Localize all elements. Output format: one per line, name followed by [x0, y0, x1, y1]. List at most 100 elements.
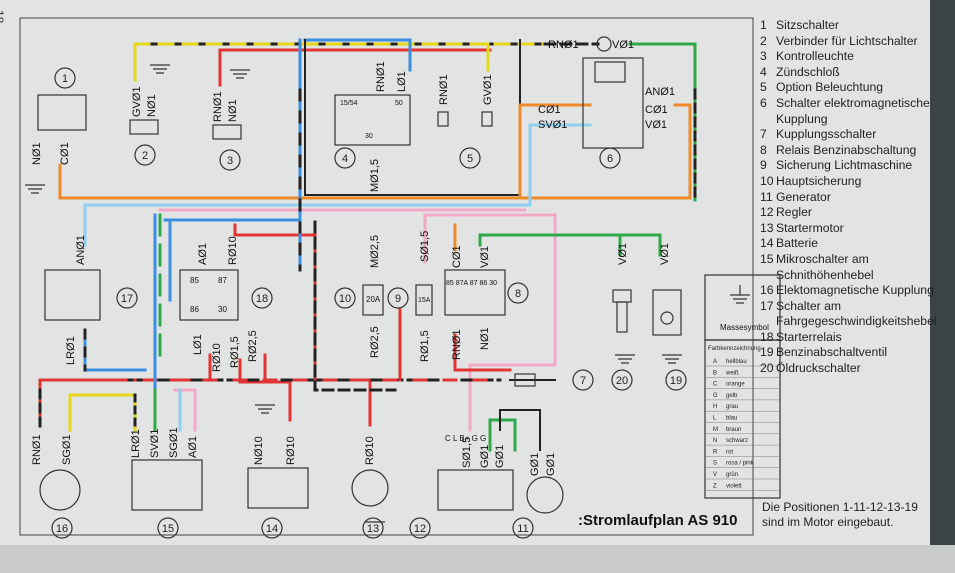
component-label: 11 — [517, 523, 528, 535]
legend-text: Starterrelais — [776, 329, 842, 344]
legend-item: 9 Sicherung Lichtmaschine — [760, 158, 945, 174]
wire-label: CØ1 — [538, 104, 561, 116]
legend-number: 13 — [760, 220, 774, 235]
wire-label: LRØ1 — [65, 336, 77, 365]
color-key-name: grün — [726, 472, 738, 478]
component-label: 16 — [56, 523, 68, 535]
page-number: 18 — [0, 10, 6, 24]
legend-text: Verbinder für Lichtschalter — [776, 33, 918, 48]
color-key-code: V — [713, 472, 717, 478]
wire-label: SØ1,5 — [419, 231, 431, 262]
wire-label: RNØ1 — [31, 434, 43, 465]
wire-label: RNØ1 — [548, 39, 579, 51]
legend-number: 11 — [760, 189, 773, 204]
pin-label: 86 — [190, 305, 199, 314]
color-key-name: gelb — [726, 393, 738, 399]
color-key-code: R — [713, 449, 718, 455]
legend-text: Option Beleuchtung — [776, 80, 884, 95]
legend-number: 5 — [760, 80, 767, 95]
component-label: 12 — [414, 523, 426, 535]
legend-number: 15 — [760, 251, 774, 266]
legend-text: Schalter elektromagnetische Kupplung — [776, 95, 930, 126]
color-key-name: violett — [726, 483, 742, 489]
color-key-code: M — [713, 427, 718, 433]
wire-label: NØ1 — [227, 99, 239, 122]
pin-label: 85 — [190, 276, 199, 285]
wire-label: AØ1 — [187, 436, 199, 458]
diagram-title: :Stromlaufplan AS 910 — [578, 512, 738, 529]
wire-label: CØ1 — [451, 245, 463, 268]
color-key-code: S — [713, 461, 717, 467]
legend-number: 17 — [760, 298, 774, 313]
wire-label: GØ1 — [479, 445, 491, 468]
wire-label: GVØ1 — [131, 86, 143, 117]
pin-label: 85 87A 87 86 30 — [446, 280, 497, 287]
color-key-code: A — [713, 359, 717, 365]
wire-label: MØ2,5 — [369, 235, 381, 268]
wire-label: CØ1 — [59, 142, 71, 165]
color-key-name: grau — [726, 404, 738, 410]
color-key-code: G — [713, 393, 718, 399]
legend-text: Mikroschalter am Schnithöhenhebel — [776, 251, 874, 282]
legend-text: Sicherung Lichtmaschine — [776, 158, 913, 173]
legend-text: Relais Benzinabschaltung — [776, 142, 917, 157]
wire-label: RNØ1 — [212, 91, 224, 122]
wire-label: SVØ1 — [149, 429, 161, 458]
color-key-code: N — [713, 438, 717, 444]
legend-number: 6 — [760, 95, 767, 110]
legend-text: Startermotor — [776, 220, 844, 235]
color-key-code: Z — [713, 483, 717, 489]
component-label: 9 — [395, 293, 401, 305]
wire-label: RØ10 — [211, 343, 223, 372]
legend-number: 16 — [760, 283, 774, 298]
wire-label: GØ1 — [529, 453, 541, 476]
pin-label: 30 — [218, 305, 227, 314]
legend-number: 7 — [760, 127, 767, 142]
legend-number: 12 — [760, 205, 774, 220]
wire-label: VØ1 — [612, 39, 634, 51]
legend-number: 19 — [760, 345, 774, 360]
component-label: 3 — [227, 155, 233, 167]
component-label: 8 — [515, 288, 521, 300]
color-key-code: H — [713, 404, 717, 410]
wire-label: SGØ1 — [168, 427, 180, 458]
wire-label: ANØ1 — [75, 235, 87, 265]
fuse-label: 20A — [366, 295, 381, 304]
color-key-name: blau — [726, 416, 737, 422]
color-key-code: B — [713, 370, 717, 376]
wire-label: RNØ1 — [451, 329, 463, 360]
component-label: 1 — [62, 73, 68, 85]
wire-label: SØ1,5 — [461, 437, 473, 468]
component-label: 6 — [607, 153, 613, 165]
legend-number: 9 — [760, 158, 767, 173]
color-key-name: orange — [726, 382, 745, 388]
legend-number: 3 — [760, 49, 767, 64]
wire-label: AØ1 — [197, 243, 209, 265]
component-label: 19 — [670, 375, 682, 387]
wire-label: RØ10 — [364, 436, 376, 465]
legend-number: 20 — [760, 361, 774, 376]
component-label: 17 — [121, 293, 133, 305]
pin-label: 15/54 — [340, 100, 358, 107]
wire-label: GØ1 — [494, 445, 506, 468]
pin-label: 87 — [218, 276, 227, 285]
wire-label: VØ1 — [617, 243, 629, 265]
color-key-name: rot — [726, 449, 733, 455]
wire-label: GØ1 — [545, 453, 557, 476]
legend-item: 6 Schalter elektromagnetische Kupplung — [760, 96, 945, 127]
legend-text: Benzinabschaltventil — [776, 345, 888, 360]
color-key-name: rosa / pink — [726, 461, 755, 467]
